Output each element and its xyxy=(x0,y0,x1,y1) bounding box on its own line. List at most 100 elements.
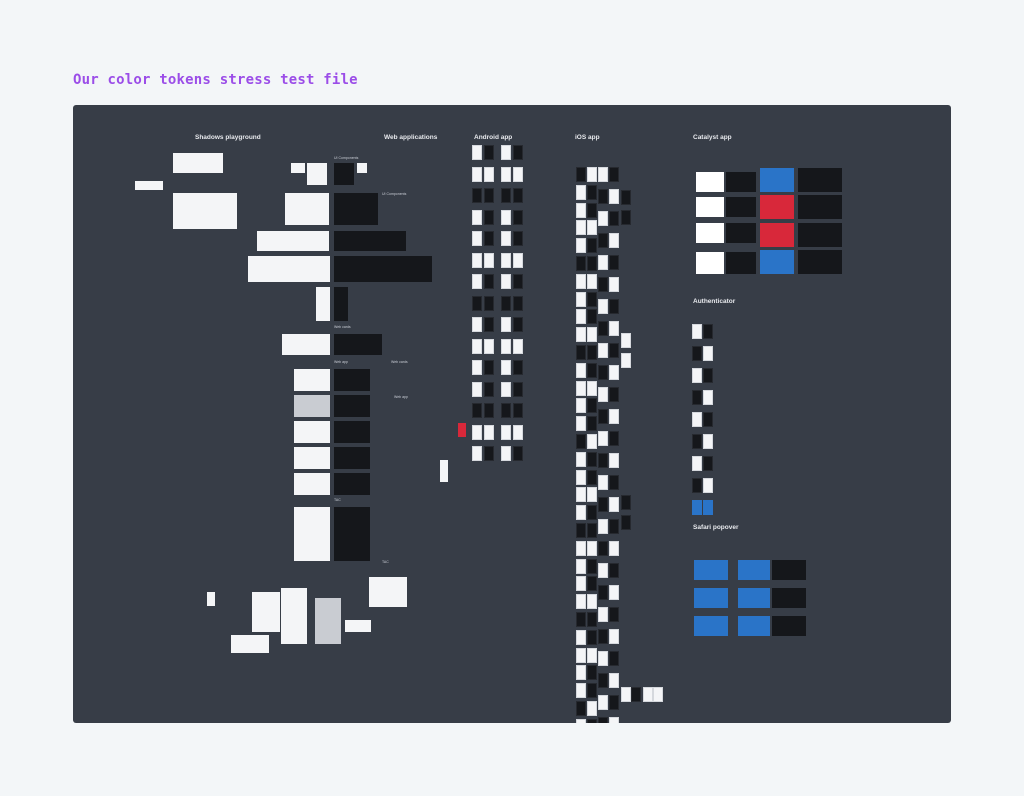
authenticator-frame[interactable] xyxy=(703,390,713,405)
ios-frame[interactable] xyxy=(576,505,586,521)
ios-frame[interactable] xyxy=(598,607,608,622)
android-frame-3-7[interactable] xyxy=(513,295,523,311)
ios-frame[interactable] xyxy=(598,321,608,336)
android-frame-1-12[interactable] xyxy=(484,403,494,418)
android-frame-1-3[interactable] xyxy=(484,209,494,225)
frame-catalyst-4[interactable] xyxy=(798,168,842,192)
android-frame-1-2[interactable] xyxy=(484,188,494,203)
android-frame-3-11[interactable] xyxy=(513,381,523,397)
ios-frame[interactable] xyxy=(609,453,619,468)
android-frame-1-10[interactable] xyxy=(484,360,494,375)
ios-frame[interactable] xyxy=(598,519,608,534)
frame-web-b[interactable] xyxy=(307,163,327,185)
ios-frame[interactable] xyxy=(576,487,586,503)
android-frame-0-10[interactable] xyxy=(472,360,482,375)
ios-frame[interactable] xyxy=(598,651,608,666)
android-frame-3-0[interactable] xyxy=(513,145,523,160)
authenticator-frame[interactable] xyxy=(692,368,702,383)
ios-frame[interactable] xyxy=(609,717,619,723)
android-frame-1-4[interactable] xyxy=(484,231,494,246)
android-frame-1-7[interactable] xyxy=(484,295,494,311)
ios-frame[interactable] xyxy=(643,687,653,702)
frame-catalyst-15[interactable] xyxy=(760,250,794,274)
frame-webapp-5-dark[interactable] xyxy=(334,473,370,495)
frame-web-dark-a[interactable] xyxy=(334,163,354,185)
ios-frame[interactable] xyxy=(576,594,586,610)
authenticator-frame[interactable] xyxy=(703,412,713,427)
frame-safari-7[interactable] xyxy=(694,616,728,636)
frame-android-standalone[interactable] xyxy=(440,460,448,482)
android-frame-1-5[interactable] xyxy=(484,252,494,268)
design-canvas[interactable]: Shadows playground Web applications Andr… xyxy=(73,105,951,723)
android-frame-3-4[interactable] xyxy=(513,231,523,246)
ios-frame[interactable] xyxy=(609,255,619,270)
ios-frame[interactable] xyxy=(587,701,597,716)
authenticator-frame[interactable] xyxy=(703,478,713,493)
ios-frame[interactable] xyxy=(576,309,586,325)
frame-webapp-1[interactable] xyxy=(294,369,330,391)
frame-catalyst-10[interactable] xyxy=(726,223,756,243)
frame-safari-8[interactable] xyxy=(738,616,770,636)
android-frame-1-6[interactable] xyxy=(484,274,494,289)
frame-catalyst-16[interactable] xyxy=(798,250,842,274)
ios-frame[interactable] xyxy=(621,333,631,348)
frame-tac[interactable] xyxy=(294,507,330,561)
ios-frame[interactable] xyxy=(609,541,619,556)
frame-catalyst-13[interactable] xyxy=(696,252,724,274)
ios-frame[interactable] xyxy=(598,717,608,723)
authenticator-frame[interactable] xyxy=(692,346,702,361)
android-frame-0-1[interactable] xyxy=(472,166,482,182)
ios-frame[interactable] xyxy=(598,563,608,578)
frame-webapp-4[interactable] xyxy=(294,447,330,469)
frame-web-dark-c[interactable] xyxy=(334,231,406,251)
frame-web-c[interactable] xyxy=(357,163,367,173)
ios-frame[interactable] xyxy=(598,255,608,270)
authenticator-frame[interactable] xyxy=(703,346,713,361)
ios-frame[interactable] xyxy=(609,585,619,600)
frame-catalyst-5[interactable] xyxy=(696,197,724,217)
android-frame-2-6[interactable] xyxy=(501,274,511,289)
ios-frame[interactable] xyxy=(587,416,597,432)
frame-safari-6[interactable] xyxy=(772,588,806,608)
frame-web-cards-dark[interactable] xyxy=(334,334,382,355)
ios-frame[interactable] xyxy=(576,701,586,716)
ios-frame[interactable] xyxy=(609,387,619,402)
ios-frame[interactable] xyxy=(621,687,631,702)
ios-frame[interactable] xyxy=(587,398,597,414)
android-frame-3-2[interactable] xyxy=(513,188,523,203)
ios-frame[interactable] xyxy=(598,189,608,204)
ios-frame[interactable] xyxy=(587,487,597,503)
ios-frame[interactable] xyxy=(587,273,597,289)
android-frame-0-4[interactable] xyxy=(472,231,482,246)
frame-safari-5[interactable] xyxy=(738,588,770,608)
frame-catalyst-11[interactable] xyxy=(760,223,794,247)
android-frame-1-0[interactable] xyxy=(484,145,494,160)
android-frame-0-13[interactable] xyxy=(472,424,482,440)
ios-frame[interactable] xyxy=(576,167,586,182)
frame-web-d[interactable] xyxy=(285,193,329,225)
frame-safari-4[interactable] xyxy=(694,588,728,608)
ios-frame[interactable] xyxy=(598,277,608,292)
ios-frame[interactable] xyxy=(609,321,619,336)
ios-frame[interactable] xyxy=(576,398,586,414)
android-frame-2-1[interactable] xyxy=(501,166,511,182)
frame-shadow-card[interactable] xyxy=(173,153,223,173)
android-frame-0-12[interactable] xyxy=(472,403,482,418)
android-frame-2-10[interactable] xyxy=(501,360,511,375)
ios-frame[interactable] xyxy=(598,211,608,226)
android-frame-2-0[interactable] xyxy=(501,145,511,160)
frame-catalyst-1[interactable] xyxy=(696,172,724,192)
ios-frame[interactable] xyxy=(587,683,597,699)
ios-frame[interactable] xyxy=(576,291,586,307)
android-frame-2-8[interactable] xyxy=(501,317,511,332)
ios-frame[interactable] xyxy=(587,718,597,723)
ios-frame[interactable] xyxy=(576,202,586,218)
ios-frame[interactable] xyxy=(576,380,586,396)
ios-frame[interactable] xyxy=(587,558,597,574)
frame-catalyst-7[interactable] xyxy=(760,195,794,219)
ios-frame[interactable] xyxy=(576,558,586,574)
authenticator-frame[interactable] xyxy=(692,456,702,471)
ios-frame[interactable] xyxy=(576,273,586,289)
ios-frame[interactable] xyxy=(653,687,663,702)
ios-frame[interactable] xyxy=(587,469,597,485)
